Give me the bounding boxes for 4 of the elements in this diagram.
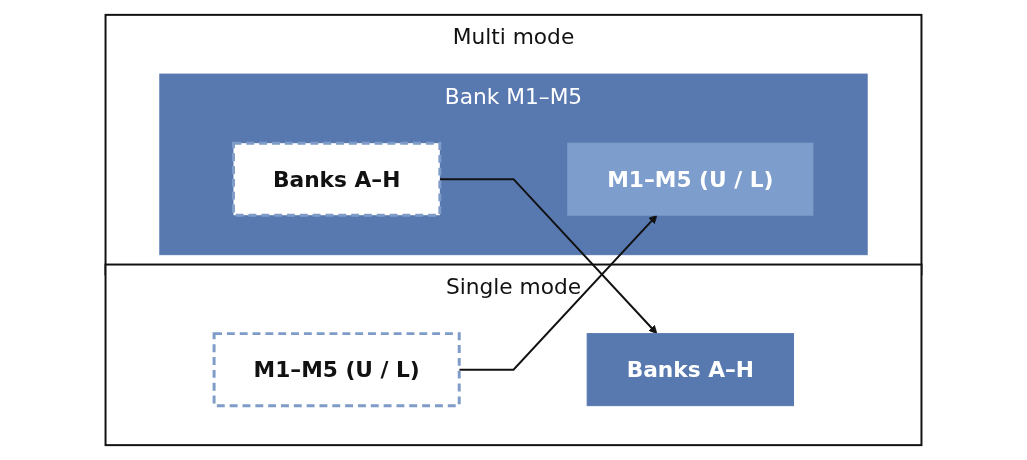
- node-box: M1–M5 (U / L): [567, 142, 814, 216]
- node-box: Banks A–H: [232, 141, 442, 217]
- node-box: Banks A–H: [586, 333, 794, 407]
- node-box: M1–M5 (U / L): [212, 332, 461, 408]
